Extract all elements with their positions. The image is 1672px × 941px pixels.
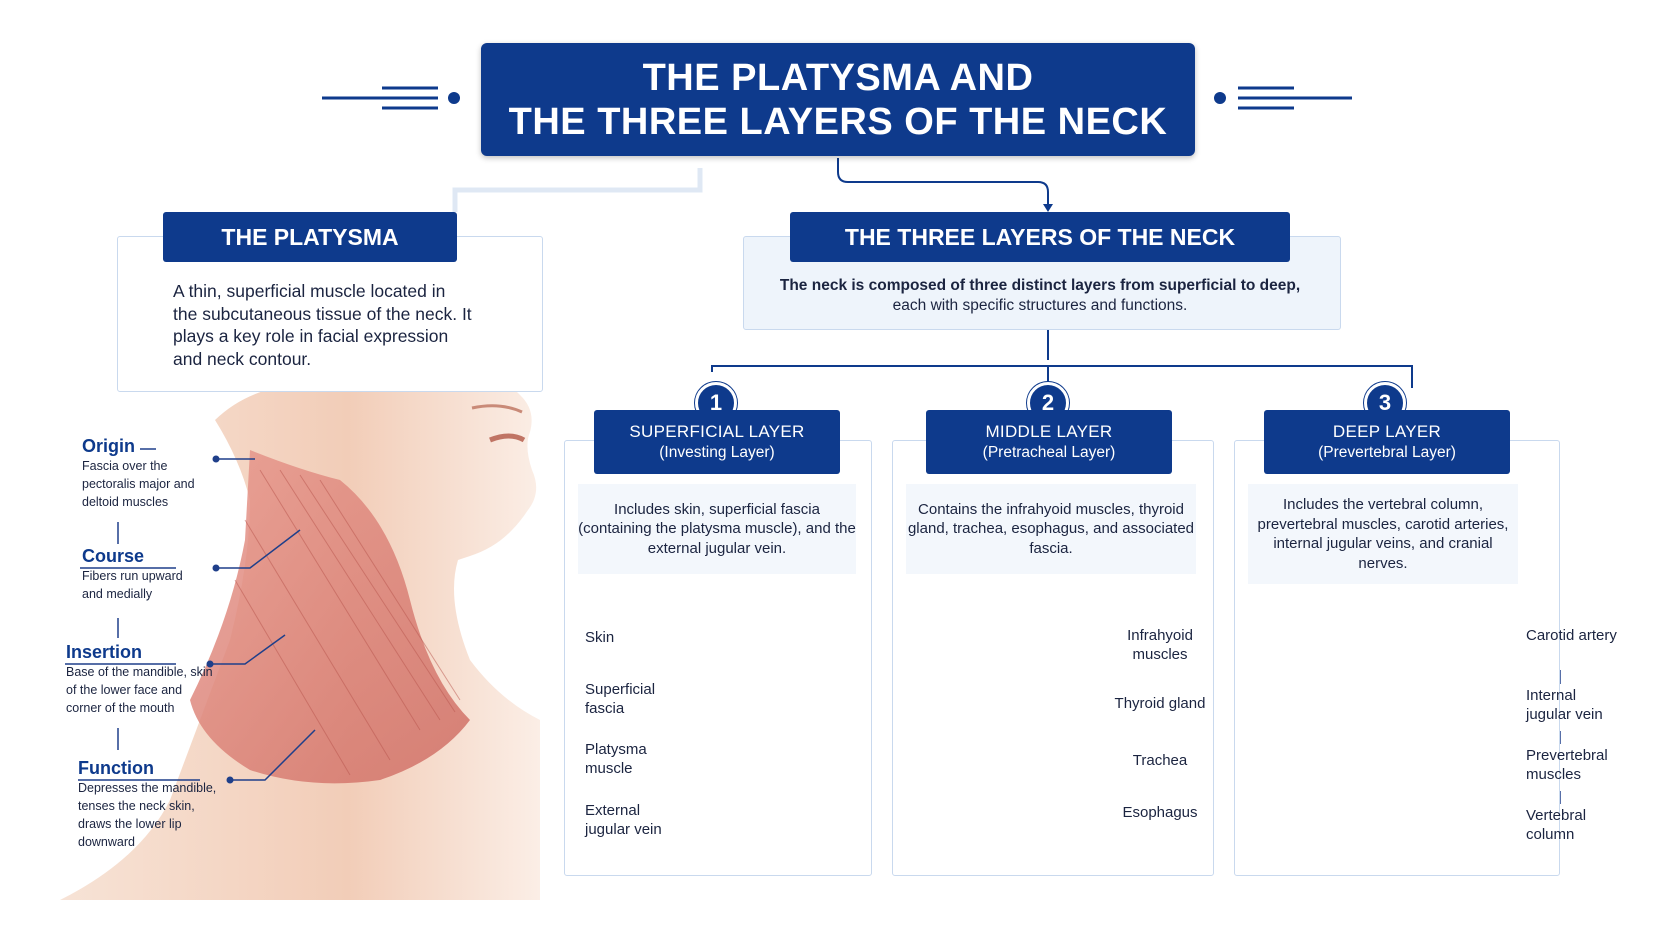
- annotation-course-heading: Course: [82, 546, 145, 566]
- middle-layer-description: Contains the infrahyoid muscles, thyroid…: [906, 484, 1196, 574]
- annotation-insertion-text: Base of the mandible, skin of the lower …: [66, 665, 213, 715]
- annotation-origin-text: Fascia over the pectoralis major and del…: [82, 459, 195, 509]
- annotation-origin-heading: Origin: [82, 436, 135, 456]
- annotation-course: Course Fibers run upward and medially: [82, 546, 242, 603]
- middle-layer-title: MIDDLE LAYER: [985, 422, 1113, 441]
- label-esophagus: Esophagus: [1122, 804, 1198, 821]
- title-ornament-left: [322, 86, 438, 110]
- annotation-function: Function Depresses the mandible, tenses …: [78, 758, 238, 851]
- layers-section-description-rest: each with specific structures and functi…: [892, 297, 1188, 314]
- label-trachea: Trachea: [1132, 752, 1188, 769]
- superficial-layer-subtitle: (Investing Layer): [659, 444, 775, 461]
- title-ornament-right: [1238, 86, 1352, 110]
- annotation-course-text: Fibers run upward and medially: [82, 569, 183, 601]
- label-thyroid-gland: Thyroid gland: [1114, 695, 1206, 712]
- label-internal-jugular-vein: Internal jugular vein: [1526, 687, 1603, 723]
- layers-section-description-bold: The neck is composed of three distinct l…: [779, 277, 1301, 294]
- main-title-line2: THE THREE LAYERS OF THE NECK: [508, 100, 1168, 143]
- annotation-insertion: Insertion Base of the mandible, skin of …: [66, 642, 236, 717]
- platysma-description: A thin, superficial muscle located in th…: [173, 281, 472, 369]
- main-title: THE PLATYSMA AND THE THREE LAYERS OF THE…: [481, 43, 1195, 156]
- layers-section-description: The neck is composed of three distinct l…: [760, 276, 1320, 316]
- superficial-layer-description: Includes skin, superficial fascia (conta…: [578, 484, 856, 574]
- annotation-insertion-heading: Insertion: [66, 642, 143, 662]
- deep-layer-description: Includes the vertebral column, preverteb…: [1248, 484, 1518, 584]
- annotation-function-heading: Function: [78, 758, 154, 778]
- label-infrahyoid-muscles: Infrahyoid muscles: [1127, 627, 1193, 663]
- middle-layer-header: MIDDLE LAYER (Pretracheal Layer): [926, 410, 1172, 474]
- label-skin: Skin: [585, 629, 615, 646]
- annotation-function-text: Depresses the mandible, tenses the neck …: [78, 781, 217, 849]
- main-title-line1: THE PLATYSMA AND: [642, 56, 1034, 99]
- platysma-panel: [117, 236, 543, 392]
- label-carotid-artery: Carotid artery: [1526, 627, 1617, 644]
- label-superficial-fascia: Superficial fascia: [585, 681, 656, 717]
- label-external-jugular-vein: External jugular vein: [585, 802, 662, 838]
- label-prevertebral-muscles: Prevertebral muscles: [1526, 747, 1608, 783]
- deep-layer-header: DEEP LAYER (Prevertebral Layer): [1264, 410, 1510, 474]
- label-platysma-muscle: Platysma muscle: [585, 741, 647, 777]
- label-vertebral-column: Vertebral column: [1526, 807, 1587, 843]
- annotation-origin: Origin Fascia over the pectoralis major …: [82, 436, 242, 511]
- platysma-heading: THE PLATYSMA: [163, 212, 457, 262]
- layers-section-heading: THE THREE LAYERS OF THE NECK: [790, 212, 1290, 262]
- superficial-layer-title: SUPERFICIAL LAYER: [629, 422, 805, 441]
- platysma-illustration: [60, 380, 540, 900]
- superficial-layer-header: SUPERFICIAL LAYER (Investing Layer): [594, 410, 840, 474]
- deep-layer-subtitle: (Prevertebral Layer): [1318, 444, 1456, 461]
- deep-layer-title: DEEP LAYER: [1332, 422, 1442, 441]
- middle-layer-subtitle: (Pretracheal Layer): [982, 444, 1116, 461]
